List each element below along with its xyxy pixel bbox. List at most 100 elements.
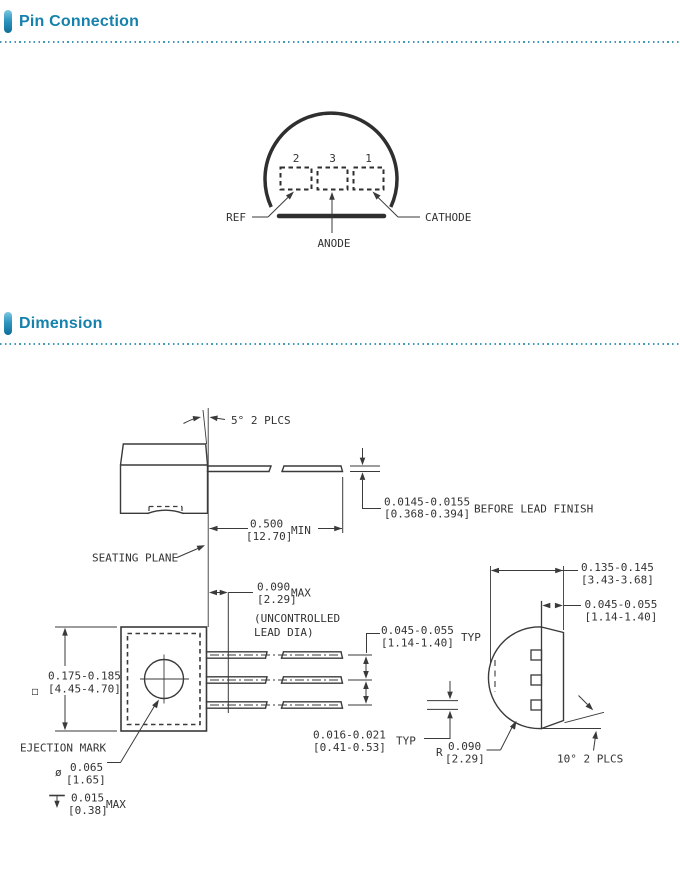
arrowhead-icon [542, 602, 551, 609]
dim-lead-dia-mm: [2.29] [257, 593, 297, 606]
arrowhead-icon [554, 602, 563, 609]
body-notch [147, 509, 184, 515]
draft-angle-line [202, 409, 208, 445]
seating-plane-callout: SEATING PLANE [92, 545, 205, 565]
dim-lead-width-mm: [0.41-0.53] [313, 741, 386, 754]
section-title-dimension: Dimension [19, 315, 103, 332]
ejection-mark-label: EJECTION MARK [20, 742, 106, 755]
lead-cross-section [530, 674, 543, 686]
package-outline-arc [263, 111, 399, 208]
profile-view [487, 600, 565, 730]
arrowhead-icon [62, 627, 68, 636]
hidden-notch-line [148, 505, 183, 512]
section-title-pin-connection: Pin Connection [19, 13, 140, 30]
pin-label-cathode: CATHODE [425, 211, 471, 224]
back-view [120, 626, 344, 732]
arrowhead-icon [372, 191, 381, 200]
arrowhead-icon [359, 472, 366, 480]
arrowhead-icon [192, 416, 201, 422]
dim-lead-pitch-in: 0.045-0.055 [381, 624, 454, 637]
pin-pad-2 [279, 166, 313, 191]
dim-ejection-depth-mm: [0.38] [68, 804, 108, 817]
body-arc [487, 626, 543, 730]
dim-lead-pitch: 0.045-0.055 [1.14-1.40] TYP [348, 624, 481, 706]
dim-lead-width-qual: TYP [396, 735, 416, 748]
diameter-symbol: ø [55, 766, 62, 779]
arrowhead-icon [285, 191, 294, 200]
ref-leader-line [252, 197, 289, 218]
body-outline [120, 626, 208, 732]
section-divider [0, 41, 680, 43]
section-accent-bar-icon [4, 10, 12, 33]
arrowhead-icon [209, 525, 218, 532]
dim-body-size-mm: [4.45-4.70] [48, 683, 121, 696]
dim-lead-width-in: 0.016-0.021 [313, 729, 386, 742]
arrowhead-icon [219, 589, 228, 596]
pin-connection-diagram: 2 3 1 REF ANODE CATHODE [226, 111, 471, 250]
side-view [119, 408, 344, 627]
pin-pad-3 [316, 166, 349, 191]
dim-ejection-depth-in: 0.015 [71, 792, 104, 805]
dim-lead-angle-label: 5° 2 PLCS [231, 414, 291, 427]
pin-number: 1 [365, 152, 372, 165]
arrowhead-icon [209, 589, 217, 596]
arrowhead-icon [555, 567, 564, 574]
dim-lead-thickness-in: 0.0145-0.0155 [384, 496, 470, 509]
crosshair-lines [140, 654, 189, 704]
dim-body-size: □ 0.175-0.185 [4.45-4.70] [32, 626, 121, 732]
dim-lead-thickness: 0.0145-0.0155 [0.368-0.394] BEFORE LEAD … [350, 448, 593, 521]
arrowhead-icon [54, 800, 60, 808]
dim-profile-height: 0.135-0.145 [3.43-3.68] [490, 561, 654, 664]
dim-face-angle: 10° 2 PLCS [541, 695, 623, 766]
arrowhead-icon [592, 730, 598, 740]
pin-label-ref: REF [226, 211, 246, 224]
dim-lead-length-qual: MIN [291, 524, 311, 537]
dim-lead-pitch-qual: TYP [461, 631, 481, 644]
arrowhead-icon [447, 691, 453, 700]
dim-ejection-dia-mm: [1.65] [66, 774, 106, 787]
arrowhead-icon [363, 671, 369, 679]
arrowhead-icon [329, 192, 335, 200]
dim-lead-dia-qual: MAX [291, 587, 311, 600]
pin-pad-1 [352, 166, 385, 191]
dim-lead-length-mm: [12.70] [246, 530, 292, 543]
body-outline [119, 443, 209, 514]
section-header-dimension: Dimension [0, 312, 680, 338]
lead-centerlines [210, 654, 340, 706]
cathode-leader-line [377, 196, 420, 218]
dim-body-size-in: 0.175-0.185 [48, 670, 121, 683]
section-header-pin-connection: Pin Connection [0, 10, 680, 36]
arrowhead-icon [363, 696, 369, 704]
arrowhead-icon [209, 415, 218, 422]
dim-lead-pitch-mm: [1.14-1.40] [381, 637, 454, 650]
square-symbol: □ [32, 687, 38, 698]
dim-face-depth-mm: [1.14-1.40] [585, 611, 658, 624]
lead-cross-section [530, 699, 543, 711]
dim-lead-angle: 5° 2 PLCS [183, 414, 291, 427]
dim-lead-thickness-mm: [0.368-0.394] [384, 508, 470, 521]
lead-cross-section [530, 649, 543, 661]
pin-number: 2 [293, 152, 300, 165]
dim-body-radius: R 0.090 [2.29] [436, 720, 517, 766]
arrowhead-icon [62, 722, 68, 731]
dim-body-radius-mm: [2.29] [445, 753, 485, 766]
dim-lead-length: 0.500 [12.70] MIN [209, 477, 344, 543]
dim-lead-dia-note: (UNCONTROLLED [254, 612, 340, 625]
dim-lead-width: 0.016-0.021 [0.41-0.53] TYP [313, 681, 458, 754]
dim-lead-dia-note: LEAD DIA) [254, 626, 314, 639]
pin-label-anode: ANODE [317, 237, 350, 250]
dimension-drawing: 5° 2 PLCS 0.0145-0.0155 [0.368-0.394] BE… [20, 408, 657, 817]
body-side-outline [540, 626, 565, 730]
arrowhead-icon [359, 457, 366, 466]
dim-profile-height-in: 0.135-0.145 [581, 561, 654, 574]
dim-lead-length-in: 0.500 [250, 518, 283, 531]
lead-side-view [206, 465, 344, 473]
body-hidden-outline [126, 632, 201, 726]
arrowhead-icon [363, 656, 369, 664]
section-divider [0, 343, 680, 345]
seating-plane-label: SEATING PLANE [92, 552, 178, 565]
radius-symbol: R [436, 746, 443, 759]
arrowhead-icon [509, 720, 517, 730]
